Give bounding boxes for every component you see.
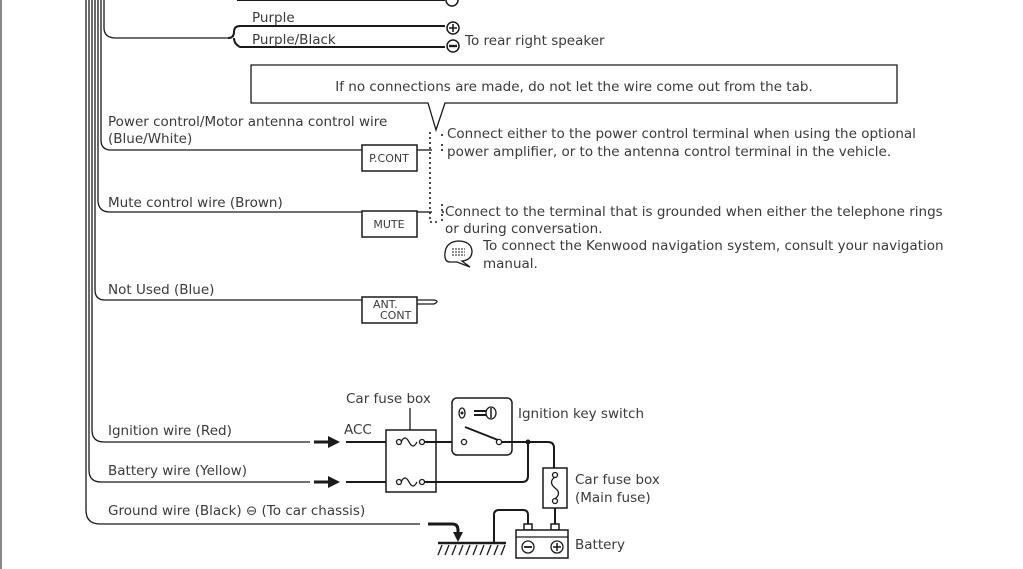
pcont-note-line1: Connect either to the power control term…: [447, 126, 916, 142]
plus-icon: [446, 21, 460, 35]
nav-note: To connect the Kenwood navigation system…: [444, 238, 944, 272]
dotted-bracket: [429, 132, 443, 223]
pcont-wire: Power control/Motor antenna control wire…: [108, 114, 916, 172]
minus-terminal-top: [445, 0, 459, 7]
mute-note-line1: Connect to the terminal that is grounded…: [445, 204, 943, 220]
antcont-connector: [361, 296, 418, 324]
purple-wire-label: Purple: [252, 10, 295, 26]
battery-arrow-icon: [314, 476, 388, 488]
battery-ground-wire: [493, 509, 529, 543]
key-icon: [458, 406, 497, 420]
nav-note-line2: manual.: [483, 256, 538, 272]
ignition-wire-label: Ignition wire (Red): [108, 423, 232, 439]
speech-bubble-icon: [444, 240, 473, 268]
pcont-connector: [361, 144, 418, 172]
main-fuse-label-line2: (Main fuse): [575, 490, 651, 506]
antcont-wire: Not Used (Blue) ANT. CONT: [108, 282, 438, 324]
dotted-bracket-mute: [441, 204, 444, 222]
capped-wire-end: [417, 299, 438, 305]
antcont-connector-line2: CONT: [380, 309, 412, 322]
mute-wire: Mute control wire (Brown) MUTE Connect t…: [108, 195, 943, 238]
junction-dot: [525, 439, 531, 445]
wire-bundle: [85, 0, 420, 525]
acc-label: ACC: [344, 422, 372, 438]
mute-label: Mute control wire (Brown): [108, 195, 283, 211]
pcont-note-line2: power amplifier, or to the antenna contr…: [447, 144, 891, 160]
switch-contact: [460, 438, 468, 446]
callout-text: If no connections are made, do not let t…: [335, 79, 813, 95]
rear-right-speaker-label: To rear right speaker: [464, 33, 605, 49]
nav-note-line1: To connect the Kenwood navigation system…: [482, 238, 944, 254]
ground-wire-label: Ground wire (Black) ⊖ (To car chassis): [108, 503, 365, 519]
chassis-ground-icon: [437, 541, 506, 556]
ignition-key-switch: [451, 397, 513, 456]
callout: If no connections are made, do not let t…: [250, 64, 898, 133]
page-edge: [0, 0, 2, 569]
battery-wire-label: Battery wire (Yellow): [108, 463, 247, 479]
main-fuse-icon: [550, 471, 560, 505]
battery-icon: [515, 523, 569, 559]
battery-label: Battery: [575, 537, 625, 553]
mute-connector: [361, 210, 418, 238]
speaker-wires: Purple Purple/Black To rear right speake…: [227, 10, 605, 53]
pcont-connector-label: P.CONT: [369, 152, 409, 165]
power-section: Ignition wire (Red) Battery wire (Yellow…: [108, 391, 660, 559]
antcont-connector-line1: ANT.: [373, 298, 398, 311]
fuse-box-label: Car fuse box: [346, 391, 431, 407]
antcont-label: Not Used (Blue): [108, 282, 214, 298]
ignition-switch-label: Ignition key switch: [518, 406, 644, 422]
mute-connector-label: MUTE: [373, 218, 404, 231]
pcont-label-line2: (Blue/White): [108, 131, 192, 147]
switch-lever: [464, 426, 499, 441]
ground-arrow-icon: [428, 522, 463, 542]
main-fuse-label-line1: Car fuse box: [575, 472, 660, 488]
ignition-arrow-icon: [314, 436, 388, 448]
mute-note-line2: or during conversation.: [445, 221, 603, 237]
purple-black-wire-label: Purple/Black: [252, 32, 336, 48]
pcont-label-line1: Power control/Motor antenna control wire: [108, 114, 387, 130]
minus-icon: [446, 39, 460, 53]
